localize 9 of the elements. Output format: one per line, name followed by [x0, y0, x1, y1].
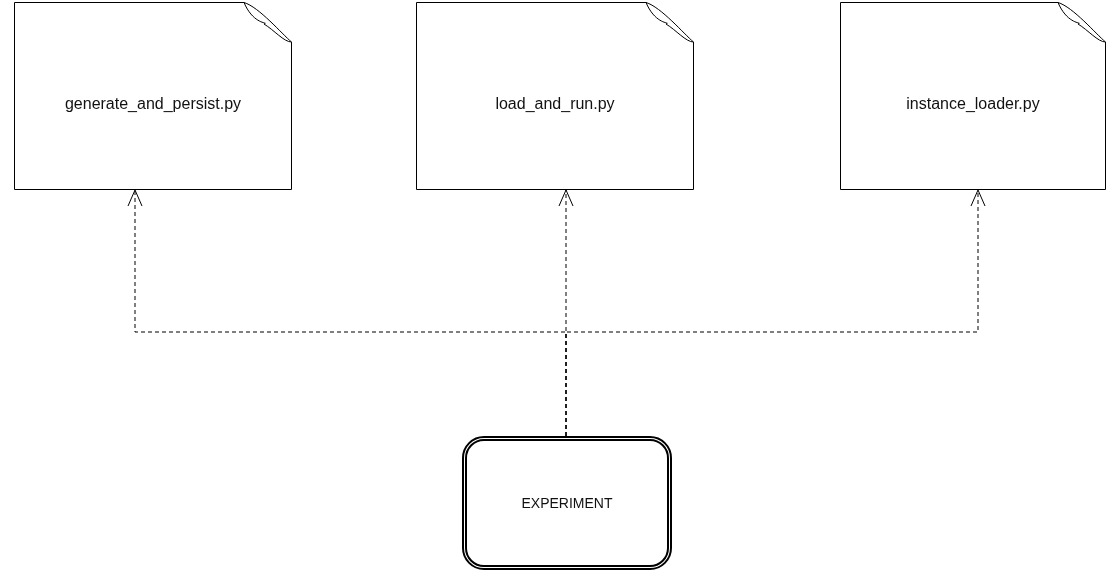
node-label: EXPERIMENT: [521, 495, 613, 511]
dashed-arrow: [565, 189, 986, 437]
terminal-box: [462, 436, 672, 570]
note-shape: [14, 2, 292, 190]
file-name: generate_and_persist.py: [64, 94, 242, 113]
file-name: load_and_run.py: [495, 94, 615, 113]
note-shape: [416, 2, 694, 190]
note-shape: [840, 2, 1106, 190]
file-name: instance_loader.py: [906, 94, 1040, 113]
